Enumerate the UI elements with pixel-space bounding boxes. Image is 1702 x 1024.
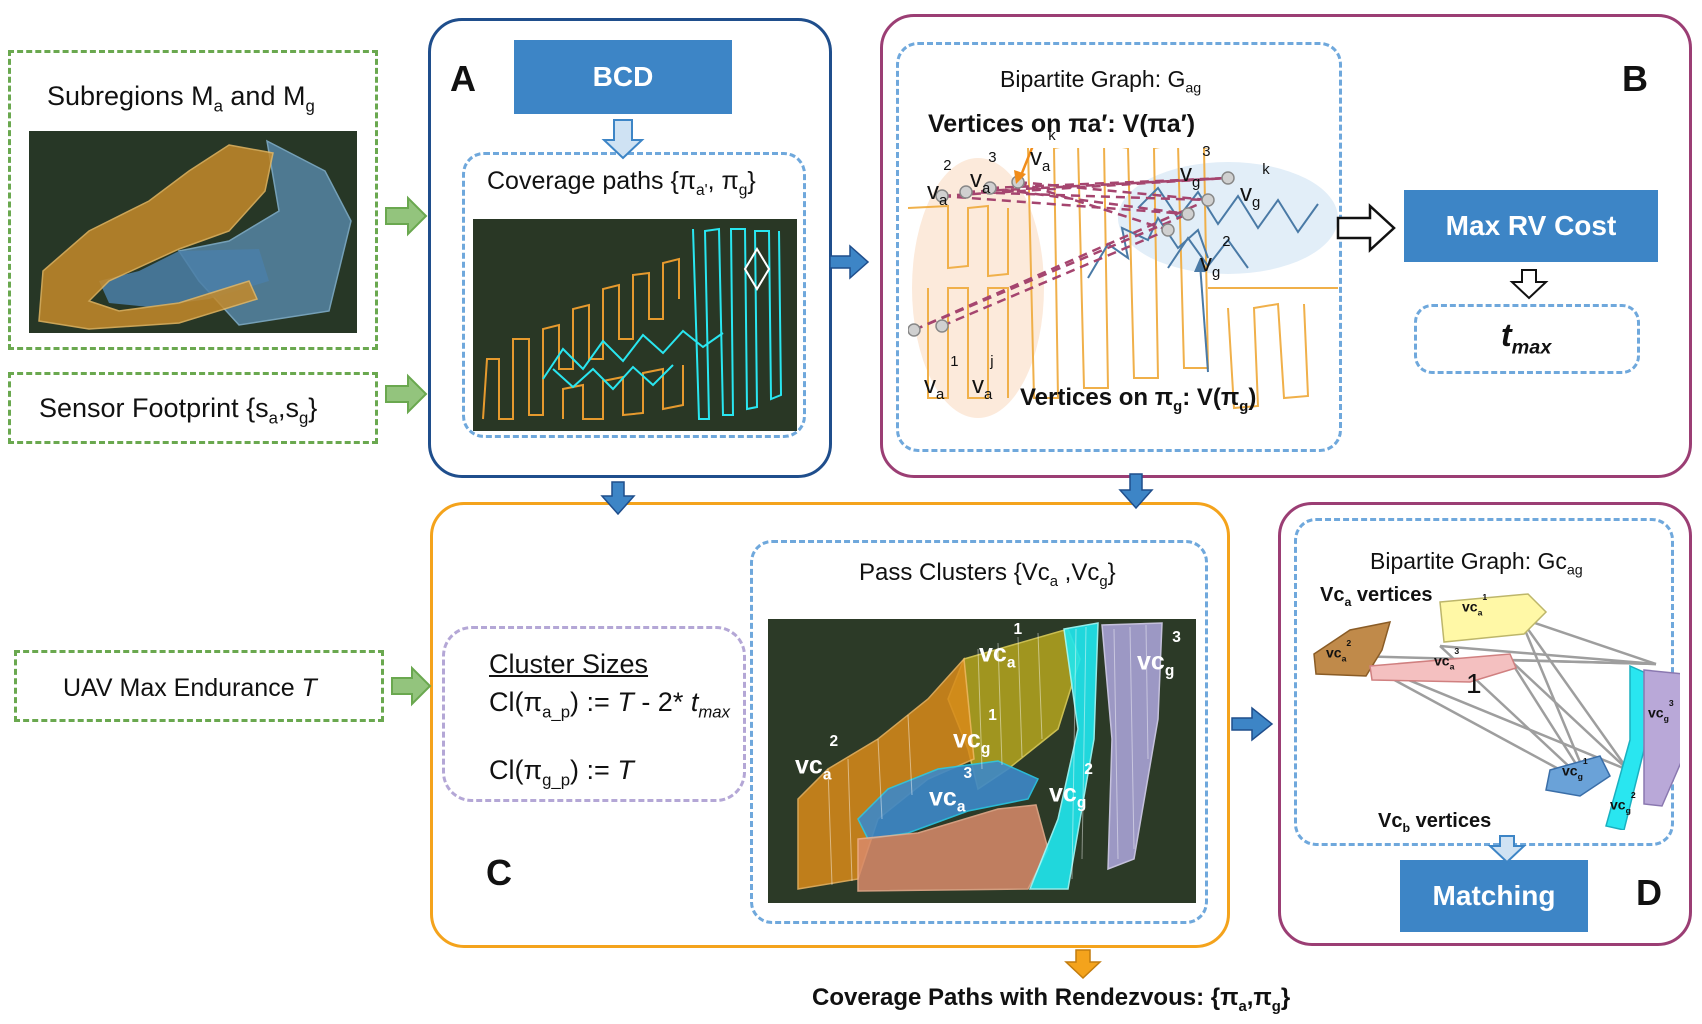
map-label-vca2: vca2 [795, 733, 839, 784]
vertex-label-va3: va3 [970, 150, 997, 197]
panel-d-letter: D [1636, 872, 1662, 913]
sensor-footprint-label: Sensor Footprint {sa,sg} [39, 393, 318, 428]
cluster-sizes-title: Cluster Sizes [489, 649, 649, 679]
bipartite-graph-gag-drawing [908, 148, 1338, 418]
d-label-vca2: vca2 [1326, 638, 1352, 664]
d-label-number-one: 1 [1466, 668, 1482, 699]
tmax-box: tmax [1414, 304, 1640, 374]
coverage-paths-box: Coverage paths {πa', πg} [462, 152, 806, 438]
coverage-paths-label: Coverage paths {πa', πg} [487, 167, 756, 199]
subregions-box: Subregions Ma and Mg [8, 50, 378, 350]
cluster-formula-g: Cl(πg_p) := T [489, 755, 634, 790]
cluster-formula-a: Cl(πa_p) := T - 2* tmax [489, 687, 730, 722]
vca-vertices-label: Vca vertices [1320, 584, 1433, 609]
panel-a-letter: A [450, 58, 476, 99]
pass-clusters-box: Pass Clusters {Vca ,Vcg} vca1 vca [750, 540, 1208, 924]
arrow-subregions-to-a [385, 195, 428, 237]
vertices-top-label: Vertices on πa′: V(πa′) [928, 110, 1196, 138]
coverage-paths-map [473, 219, 797, 431]
max-rv-cost-box: Max RV Cost [1404, 190, 1658, 262]
uav-endurance-box: UAV Max Endurance T [14, 650, 384, 722]
arrow-endurance-to-c [391, 665, 432, 707]
vertices-bottom-label: Vertices on πg: V(πg) [1020, 384, 1257, 415]
vertex-label-vaj: vaj [972, 354, 994, 403]
bipartite-graph-gcag-drawing [1313, 593, 1680, 830]
map-label-vca3: vca3 [929, 765, 973, 816]
bipartite-graph-gcag-title: Bipartite Graph: Gcag [1370, 548, 1583, 579]
bcd-box: BCD [514, 40, 732, 114]
sensor-footprint-box: Sensor Footprint {sa,sg} [8, 372, 378, 444]
d-label-vca3: vca3 [1434, 646, 1460, 672]
map-label-vca1: vca1 [979, 621, 1023, 672]
map-label-vcg2: vcg2 [1049, 761, 1093, 812]
panel-c-letter: C [486, 852, 512, 893]
d-label-vcg1: vcg1 [1562, 756, 1588, 782]
pass-clusters-map [768, 619, 1196, 903]
vertex-label-vg3: vg3 [1180, 144, 1211, 191]
map-label-vcg3: vcg3 [1137, 629, 1181, 680]
d-label-vcg3: vcg3 [1648, 698, 1674, 724]
panel-b [880, 14, 1692, 478]
tmax-label: tmax [1501, 317, 1552, 359]
panel-d [1278, 502, 1692, 946]
d-label-vca1: vca1 [1462, 592, 1488, 618]
subregions-map [29, 131, 357, 333]
matching-box: Matching [1400, 860, 1588, 932]
vertex-label-vgk: vgk [1240, 162, 1270, 211]
arrow-c-to-d [1231, 706, 1274, 742]
vertex-label-va2: va2 [927, 158, 952, 209]
d-label-vcg2: vcg2 [1610, 790, 1636, 816]
arrow-sensor-to-a [385, 373, 428, 415]
vertex-label-va1: va1 [924, 354, 959, 403]
vertex-label-vak: vak [1030, 128, 1056, 175]
panel-b-letter: B [1622, 58, 1648, 99]
bipartite-graph-gag-title: Bipartite Graph: Gag [1000, 66, 1202, 97]
output-label: Coverage Paths with Rendezvous: {πa,πg} [812, 984, 1291, 1015]
map-label-vcg1: vcg1 [953, 707, 997, 758]
panel-c [430, 502, 1230, 948]
pass-clusters-label: Pass Clusters {Vca ,Vcg} [859, 559, 1116, 590]
arrow-c-to-output [1064, 949, 1102, 980]
subregions-label: Subregions Ma and Mg [47, 81, 315, 116]
vertex-label-vg2: vg2 [1200, 234, 1231, 281]
cluster-sizes-box: Cluster Sizes Cl(πa_p) := T - 2* tmax Cl… [442, 626, 746, 802]
arrow-a-to-b [829, 244, 870, 280]
uav-endurance-label: UAV Max Endurance T [63, 674, 317, 702]
vcb-vertices-label: Vcb vertices [1378, 810, 1492, 835]
